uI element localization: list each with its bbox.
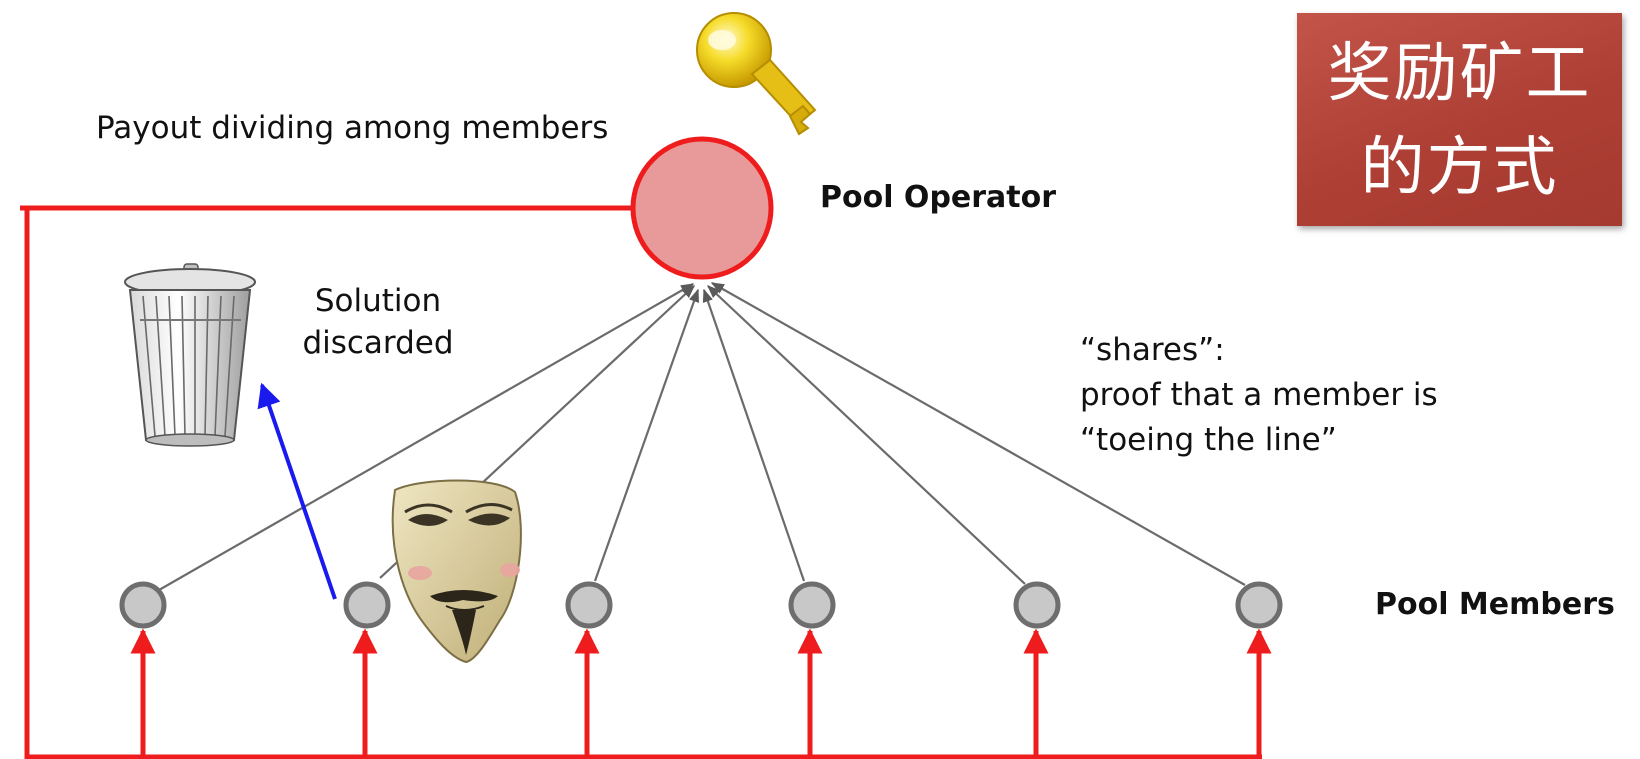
shares-label: “shares”: proof that a member is “toeing… bbox=[1080, 332, 1438, 458]
pool-members-label: Pool Members bbox=[1375, 587, 1615, 622]
share-line-4 bbox=[702, 288, 806, 582]
pool-member-node-3 bbox=[565, 581, 613, 629]
pool-operator-label: Pool Operator bbox=[820, 180, 1057, 215]
pool-member-node-6 bbox=[1235, 581, 1283, 629]
share-line-3 bbox=[593, 288, 700, 582]
share-line-6 bbox=[710, 282, 1246, 586]
pool-member-node-1 bbox=[119, 581, 167, 629]
pool-member-node-4 bbox=[788, 581, 836, 629]
slide-title-box: 奖励矿工 的方式 bbox=[1297, 13, 1622, 226]
share-line-1 bbox=[158, 283, 695, 591]
solution-discarded-label: Solution discarded bbox=[302, 283, 454, 361]
discard-arrow bbox=[257, 382, 337, 600]
pool-member-nodes bbox=[119, 581, 1283, 629]
key-icon bbox=[696, 12, 817, 136]
anonymous-mask-icon bbox=[391, 479, 522, 664]
pool-member-node-2 bbox=[343, 581, 391, 629]
pool-operator-node bbox=[630, 136, 774, 280]
trash-can-icon bbox=[124, 263, 256, 447]
payout-lines bbox=[20, 205, 1262, 759]
payout-arrows bbox=[130, 628, 1272, 757]
share-line-5 bbox=[707, 285, 1026, 585]
payout-label: Payout dividing among members bbox=[96, 110, 609, 146]
title-line-2: 的方式 bbox=[1360, 131, 1559, 205]
pool-member-node-5 bbox=[1013, 581, 1061, 629]
title-line-1: 奖励矿工 bbox=[1327, 37, 1592, 111]
